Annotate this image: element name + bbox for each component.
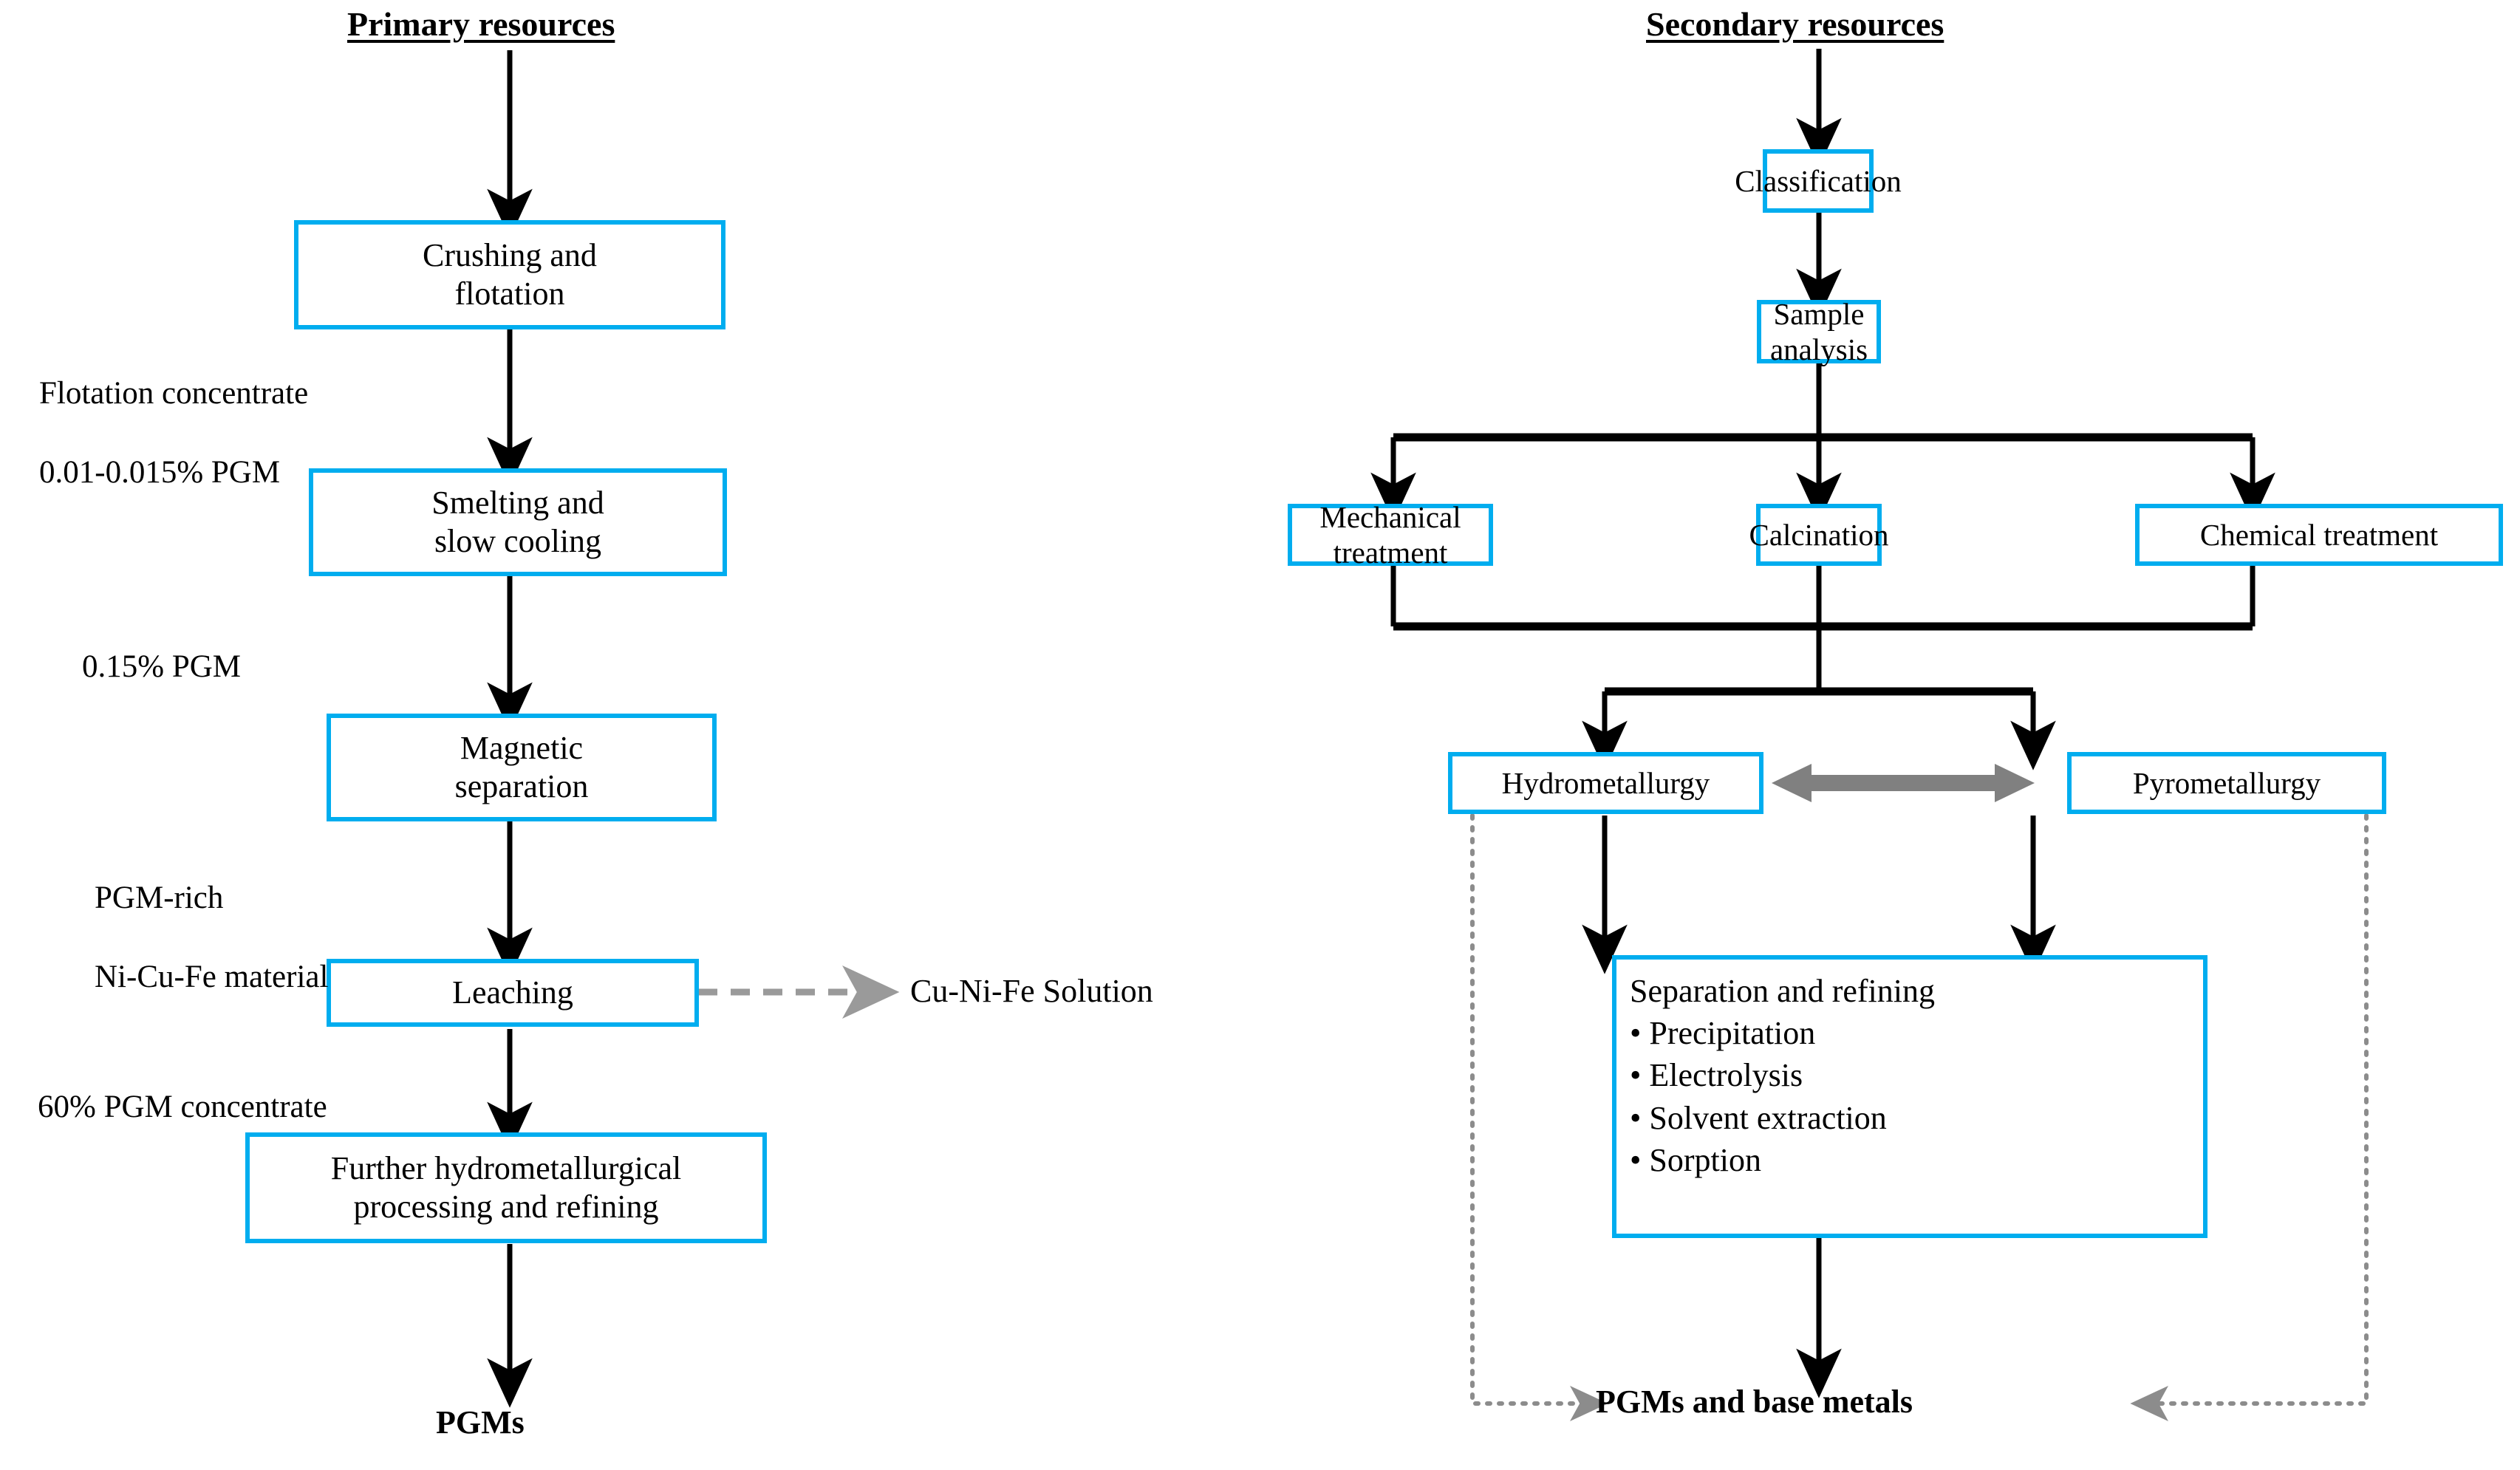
box-sample-analysis[interactable]: Sample analysis — [1757, 297, 1881, 366]
page-title-primary: Primary resources — [347, 5, 615, 43]
box-label: Sample analysis — [1769, 296, 1868, 366]
box-label: Pyrometallurgy — [2132, 765, 2321, 800]
label-grade-0-15-pgm: 0.15% PGM — [50, 607, 241, 726]
box-line-2: separation — [454, 768, 589, 804]
box-chemical-treatment[interactable]: Chemical treatment — [2135, 504, 2503, 566]
box-label: Mechanical treatment — [1319, 499, 1461, 570]
box-line-1: Leaching — [452, 974, 573, 1011]
terminal-pgms-and-base-metals: PGMs and base metals — [1596, 1384, 1913, 1420]
box-label: Classification — [1735, 163, 1902, 198]
box-label: Hydrometallurgy — [1501, 765, 1710, 800]
box-further-hydrometallurgical-processing[interactable]: Further hydrometallurgical processing an… — [245, 1132, 767, 1243]
box-label: Chemical treatment — [2199, 517, 2439, 552]
separation-item-solvent-extraction: • Solvent extraction — [1630, 1099, 1887, 1136]
label-flotation-concentrate: Flotation concentrate 0.01-0.015% PGM — [7, 334, 308, 533]
feedback-dotted-left — [1470, 813, 1608, 1421]
box-line-1: Smelting and — [431, 485, 604, 522]
label-60-pgm-concentrate: 60% PGM concentrate — [6, 1047, 327, 1166]
separation-item-precipitation: • Precipitation — [1630, 1015, 1816, 1052]
hydro-pyro-double-arrow — [1772, 764, 2035, 802]
box-line-2: slow cooling — [434, 523, 602, 559]
label-cu-ni-fe-solution: Cu-Ni-Fe Solution — [910, 973, 1153, 1009]
box-separation-and-refining[interactable]: Separation and refining • Precipitation … — [1612, 955, 2207, 1238]
box-crushing-and-flotation[interactable]: Crushing and flotation — [294, 220, 725, 329]
box-line-1: Further hydrometallurgical — [330, 1150, 682, 1187]
box-calcination[interactable]: Calcination — [1749, 504, 1889, 566]
label-line-1: 60% PGM concentrate — [38, 1089, 327, 1124]
box-smelting-and-slow-cooling[interactable]: Smelting and slow cooling — [309, 468, 727, 576]
box-line-2: flotation — [454, 276, 565, 312]
box-line-1: Crushing and — [423, 237, 597, 274]
box-line-2: processing and refining — [353, 1189, 659, 1225]
box-magnetic-separation[interactable]: Magnetic separation — [327, 714, 717, 821]
label-line-1: PGM-rich — [95, 880, 224, 915]
label-line-2: Ni-Cu-Fe material — [95, 960, 329, 995]
box-line-1: Magnetic — [460, 730, 584, 767]
box-mechanical-treatment[interactable]: Mechanical treatment — [1288, 500, 1493, 570]
separation-item-sorption: • Sorption — [1630, 1141, 1761, 1178]
box-pyrometallurgy[interactable]: Pyrometallurgy — [2067, 752, 2386, 814]
box-leaching[interactable]: Leaching — [327, 959, 699, 1027]
terminal-pgms: PGMs — [436, 1404, 525, 1440]
label-pgm-rich-ni-cu-fe: PGM-rich Ni-Cu-Fe material — [63, 838, 328, 1037]
label-line-2: 0.01-0.015% PGM — [39, 455, 281, 490]
label-line-1: Flotation concentrate — [39, 375, 309, 411]
separation-heading: Separation and refining — [1630, 973, 1935, 1009]
box-classification[interactable]: Classification — [1735, 149, 1902, 213]
separation-item-electrolysis: • Electrolysis — [1630, 1057, 1803, 1094]
box-hydrometallurgy[interactable]: Hydrometallurgy — [1448, 752, 1763, 814]
label-line-1: 0.15% PGM — [82, 649, 242, 684]
page-title-secondary: Secondary resources — [1646, 5, 1944, 43]
box-label: Calcination — [1749, 517, 1889, 552]
